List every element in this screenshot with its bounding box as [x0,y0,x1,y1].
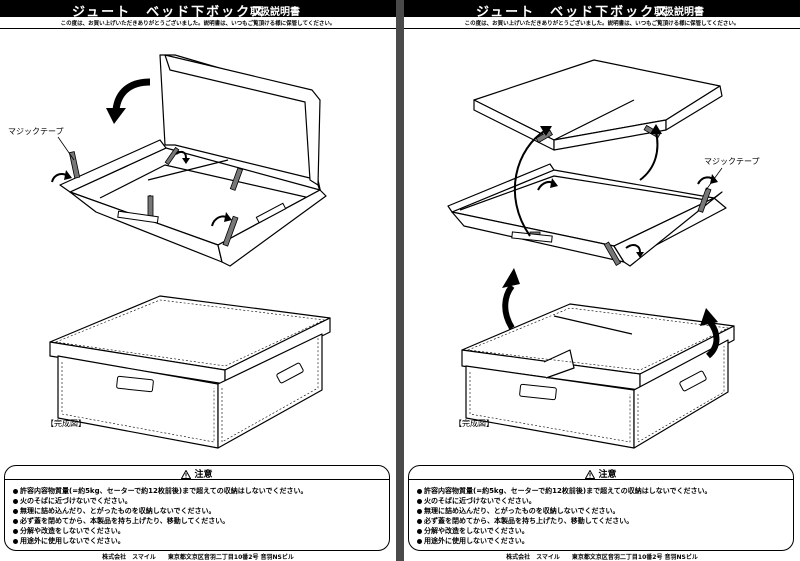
assembly-illustration-2 [447,59,735,449]
caution-item: 分解や改造をしないでください。 [13,526,308,536]
caution-item: 火のそばに近づけないでください。 [417,496,712,506]
magic-tape-label: マジックテープ [704,157,760,166]
thanks-note: この度は、お買い上げいただきありがとうございました。説明書は、いつもご覧頂ける様… [464,21,740,27]
thanks-note: この度は、お買い上げいただきありがとうございました。説明書は、いつもご覧頂ける様… [60,21,336,27]
page-subtitle: 取扱説明書 [250,7,300,18]
completed-box [461,303,735,449]
box-handle [519,383,557,401]
company-address: 東京都文京区音羽二丁目10番2号 音羽NSビル [571,554,698,561]
header-rule [404,28,800,29]
caution-item: 許容内容物質量(=約5kg、セーターで約12枚前後)まで超えての収納はしないでく… [13,486,308,496]
caution-list: 許容内容物質量(=約5kg、セーターで約12枚前後)まで超えての収納はしないでく… [417,486,712,546]
assembly-illustration-1 [49,54,331,449]
completed-box [49,295,331,449]
manual-page-right: ジュート ベッド下ボックス 取扱説明書 この度は、お買い上げいただきありがとうご… [404,0,800,561]
page-title: ジュート ベッド下ボックス [476,5,670,20]
page-title: ジュート ベッド下ボックス [72,5,266,20]
manual-page-left: ジュート ベッド下ボックス 取扱説明書 この度は、お買い上げいただきありがとうご… [0,0,396,561]
company-name: 株式会社 スマイル [506,554,560,561]
fold-arrow-icon [112,78,151,111]
caution-item: 無理に詰め込んだり、とがったものを収納しないでください。 [417,506,712,516]
caution-item: 必ず蓋を閉めてから、本製品を持ち上げたり、移動してください。 [13,516,308,526]
caution-box: 注意 許容内容物質量(=約5kg、セーターで約12枚前後)まで超えての収納はしな… [408,465,794,551]
caution-title: 注意 [194,470,213,480]
caution-title: 注意 [598,470,617,480]
caution-item: 用途外に使用しないでください。 [13,536,308,546]
caution-item: 無理に詰め込んだり、とがったものを収納しないでください。 [13,506,308,516]
warning-icon [585,470,596,479]
caution-box: 注意 許容内容物質量(=約5kg、セーターで約12枚前後)まで超えての収納はしな… [4,465,390,551]
box-handle [116,375,154,393]
page-subtitle: 取扱説明書 [654,7,704,18]
magic-tape-label: マジックテープ [8,127,64,136]
header-rule [0,28,396,29]
lift-arrow-icon [502,284,515,330]
caution-item: 許容内容物質量(=約5kg、セーターで約12枚前後)まで超えての収納はしないでく… [417,486,712,496]
caution-item: 分解や改造をしないでください。 [417,526,712,536]
attach-arrow-icon [513,129,547,237]
company-name: 株式会社 スマイル [102,554,156,561]
caution-item: 火のそばに近づけないでください。 [13,496,308,506]
header-band: ジュート ベッド下ボックス 取扱説明書 [0,0,396,20]
caution-item: 用途外に使用しないでください。 [417,536,712,546]
caution-item: 必ず蓋を閉めてから、本製品を持ち上げたり、移動してください。 [417,516,712,526]
page-divider [396,0,404,561]
velcro-left [68,151,81,179]
footer: 株式会社 スマイル 東京都文京区音羽二丁目10番2号 音羽NSビル [0,552,396,561]
footer: 株式会社 スマイル 東京都文京区音羽二丁目10番2号 音羽NSビル [404,552,800,561]
company-address: 東京都文京区音羽二丁目10番2号 音羽NSビル [167,554,294,561]
completed-label: 【完成図】 [454,419,494,428]
completed-label: 【完成図】 [46,419,86,428]
caution-list: 許容内容物質量(=約5kg、セーターで約12枚前後)まで超えての収納はしないでく… [13,486,308,546]
header-band: ジュート ベッド下ボックス 取扱説明書 [404,0,800,20]
warning-icon [181,470,192,479]
